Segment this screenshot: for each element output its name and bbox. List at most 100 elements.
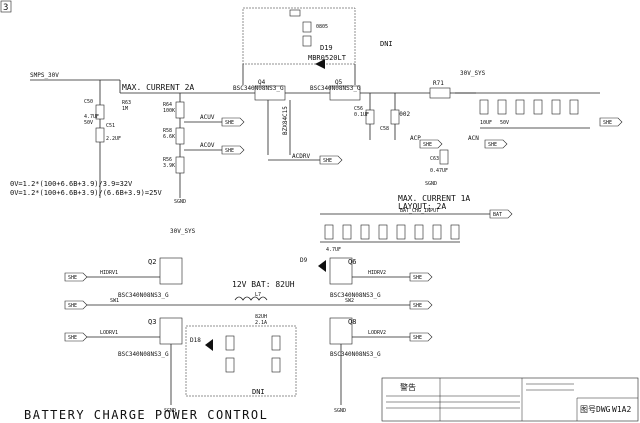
gnd-label-2: SGND <box>425 181 437 187</box>
acn-port[interactable] <box>484 139 508 149</box>
r56-ref: R56 <box>163 157 172 163</box>
q2-ref: Q2 <box>148 258 156 266</box>
layout-label: LAYOUT: 2A <box>398 202 446 211</box>
cap-bank-value: 10UF <box>480 120 492 126</box>
r63-value: 1M <box>122 106 128 112</box>
net-sys-left: 30V_SYS <box>170 228 196 235</box>
q6-part: BSC340N08NS3_G <box>330 292 381 299</box>
c63-value: 0.47UF <box>430 168 448 174</box>
q4-body <box>254 85 286 101</box>
svg-text:0805: 0805 <box>316 24 328 30</box>
component-block <box>289 9 301 17</box>
net-hidrv: HIDRV1 <box>100 270 118 276</box>
d9-ref: D9 <box>300 257 308 264</box>
page-title: BATTERY CHARGE POWER CONTROL <box>24 408 268 422</box>
q6-body <box>329 257 353 285</box>
acuv-port[interactable] <box>221 117 245 127</box>
bat-out-label: BAT <box>493 212 502 218</box>
title-block <box>381 377 639 422</box>
hidrv-port[interactable] <box>64 272 88 282</box>
r64-body <box>175 101 185 119</box>
q3-body <box>159 317 183 345</box>
c-cap <box>390 109 400 125</box>
cap-bank-mid <box>320 224 460 243</box>
r-body <box>271 335 281 351</box>
lodrv2-port[interactable] <box>409 332 433 342</box>
component-block <box>302 21 312 33</box>
acov-port-label: SHE <box>225 148 234 154</box>
net-acdrv: ACDRV <box>292 153 310 160</box>
formula-2: 0V=1.2*(100+6.6B+3.9)/(6.6B+3.9)=25V <box>10 189 163 197</box>
q3-ref: Q3 <box>148 318 156 326</box>
net-sys-top: 30V_SYS <box>460 70 486 77</box>
r71-body <box>429 87 451 99</box>
acov-port[interactable] <box>221 145 245 155</box>
sw1-port[interactable] <box>64 300 88 310</box>
r58-ref: R58 <box>163 128 172 134</box>
acdrv-port[interactable] <box>319 155 343 165</box>
drawing-no-label: 图号DWG <box>580 405 611 414</box>
r56-body <box>175 156 185 174</box>
c63-body <box>439 149 449 165</box>
net-lodrv: LODRV1 <box>100 330 118 336</box>
bat-inductor-note: 12V BAT: 82UH <box>232 280 295 289</box>
net-hidrv2: HIDRV2 <box>368 270 386 276</box>
q4-ref: Q4 <box>258 79 266 86</box>
title-block-text-lines <box>386 383 574 409</box>
sw2-port-label: SHE <box>413 303 422 309</box>
d18-ref: D18 <box>190 337 201 344</box>
l7-current: 2.1A <box>255 320 267 326</box>
r71-ref: R71 <box>433 80 444 87</box>
bat-out-port[interactable] <box>489 209 513 219</box>
d9-symbol <box>318 260 326 272</box>
c-cap <box>365 109 375 125</box>
d18-symbol <box>205 339 213 351</box>
formula-1: 0V=1.2*(100+6.6B+3.9)/3.9=32V <box>10 180 133 188</box>
sheet-number: 3 <box>3 3 8 13</box>
gnd-label-3: SGND <box>164 408 176 414</box>
sw2-port[interactable] <box>409 300 433 310</box>
gnd-label: SGND <box>174 199 186 205</box>
cap-bank-rating: 50V <box>500 120 509 126</box>
q5-ref: Q5 <box>335 79 343 86</box>
lodrv-port[interactable] <box>64 332 88 342</box>
net-sw2: SW2 <box>345 298 354 304</box>
l7-coil <box>234 296 268 301</box>
l7-value: 82UH <box>255 314 267 320</box>
gnd-label-4: SGND <box>334 408 346 414</box>
hidrv2-port[interactable] <box>409 272 433 282</box>
d19-part: MBR0520LT <box>308 54 347 62</box>
lodrv-port-label: SHE <box>68 335 77 341</box>
q3-part: BSC340N08NS3_G <box>118 351 169 358</box>
dni-label-top: DNI <box>380 40 393 48</box>
lodrv2-port-label: SHE <box>413 335 422 341</box>
net-acp: ACP <box>410 135 421 142</box>
dni-label-bottom: DNI <box>252 388 265 396</box>
r64-value: 100K <box>163 108 175 114</box>
net-acuv: ACUV <box>200 114 215 121</box>
q6-ref: Q6 <box>348 258 356 266</box>
c58-ref: C58 <box>380 126 389 132</box>
zener-part: BZX84C15 <box>282 106 289 135</box>
vin-port[interactable] <box>599 117 623 127</box>
cap-bank-top <box>479 99 590 129</box>
r58-body <box>175 127 185 145</box>
r64-ref: R64 <box>163 102 172 108</box>
net-lodrv2: LODRV2 <box>368 330 386 336</box>
c51-body <box>95 127 105 143</box>
c56-ref: C56 <box>354 106 363 112</box>
drawing-no: W1A2 <box>612 405 631 414</box>
warning-label: 警告 <box>400 382 416 392</box>
q5-part: BSC340N08NS3_G <box>310 85 361 92</box>
q8-ref: Q8 <box>348 318 356 326</box>
d19-ref: D19 <box>320 44 333 52</box>
acuv-port-label: SHE <box>225 120 234 126</box>
acdrv-port-label: SHE <box>323 158 332 164</box>
net-bat-chg-input: BAT_CHG_INPUT <box>400 208 439 214</box>
acp-port[interactable] <box>419 139 443 149</box>
acn-port-label: SHE <box>488 142 497 148</box>
r63-ref: R63 <box>122 100 131 106</box>
r-body <box>95 104 105 120</box>
r56-value: 3.9K <box>163 163 175 169</box>
